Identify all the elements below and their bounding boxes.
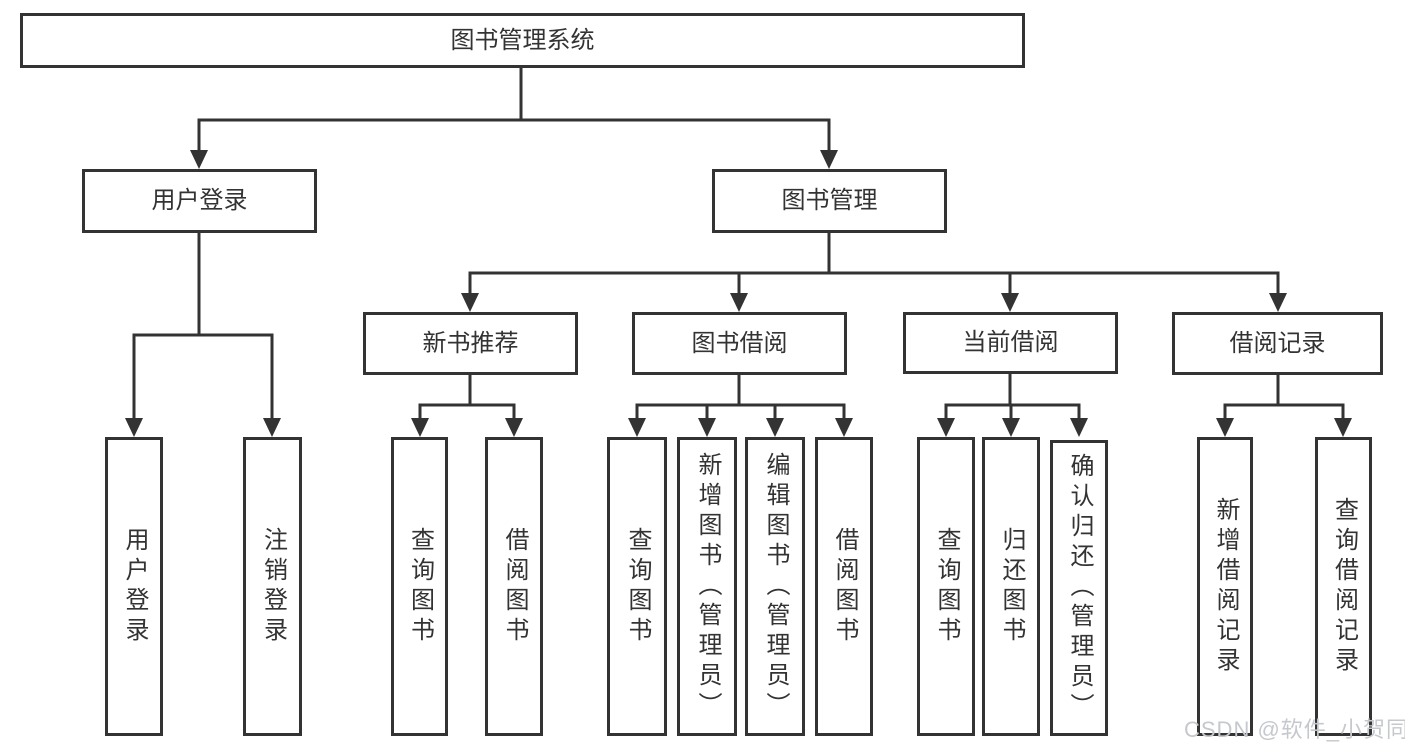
leaf-borrow-books-recommend: 借阅图书 — [485, 437, 543, 736]
leaf-query-borrow-record: 查询借阅记录 — [1315, 437, 1372, 736]
leaf-user-login-label: 用户登录 — [121, 526, 148, 647]
leaf-add-books-admin: 新增图书（管理员） — [677, 437, 737, 736]
arrowhead — [628, 418, 646, 437]
connector-book-management-branch — [461, 231, 1287, 312]
leaf-query-books-current: 查询图书 — [917, 437, 975, 736]
node-user-login: 用户登录 — [82, 169, 317, 233]
arrowhead — [125, 418, 143, 437]
leaf-add-borrow-record: 新增借阅记录 — [1197, 437, 1253, 736]
connector-new-book-recommend-branch — [411, 373, 523, 437]
arrowhead — [937, 418, 955, 437]
node-new-book-recommend-label: 新书推荐 — [422, 329, 519, 357]
leaf-query-books-borrow: 查询图书 — [607, 437, 667, 736]
leaf-query-books-recommend: 查询图书 — [391, 437, 448, 736]
arrowhead — [766, 418, 784, 437]
leaf-edit-books-admin-label: 编辑图书（管理员） — [762, 451, 789, 722]
leaf-query-books-borrow-label: 查询图书 — [624, 526, 651, 647]
arrowhead — [1001, 293, 1019, 312]
connector-current-borrow-branch — [937, 372, 1088, 437]
leaf-confirm-return-admin-label: 确认归还（管理员） — [1066, 453, 1093, 723]
arrowhead — [505, 418, 523, 437]
arrowhead — [190, 150, 208, 169]
node-root-label: 图书管理系统 — [450, 26, 595, 54]
arrowhead — [461, 293, 479, 312]
node-root: 图书管理系统 — [20, 13, 1025, 68]
leaf-return-books: 归还图书 — [982, 437, 1040, 736]
node-borrow-records-label: 借阅记录 — [1229, 329, 1326, 357]
leaf-logout-label: 注销登录 — [259, 526, 287, 647]
node-book-management: 图书管理 — [712, 169, 947, 233]
leaf-query-books-recommend-label: 查询图书 — [406, 526, 434, 647]
leaf-user-login: 用户登录 — [105, 437, 163, 736]
arrowhead — [698, 418, 716, 437]
leaf-logout: 注销登录 — [243, 437, 302, 736]
leaf-borrow-books-recommend-label: 借阅图书 — [501, 526, 528, 647]
arrowhead — [263, 418, 281, 437]
arrowhead — [730, 293, 748, 312]
node-book-borrow-label: 图书借阅 — [691, 329, 788, 357]
connector-borrow-records-branch — [1216, 373, 1352, 437]
connector-root-to-level1 — [190, 66, 838, 169]
arrowhead — [1216, 418, 1234, 437]
arrowhead — [835, 418, 853, 437]
arrowhead — [1334, 418, 1352, 437]
node-new-book-recommend: 新书推荐 — [363, 312, 578, 375]
arrowhead — [1269, 293, 1287, 312]
node-current-borrow: 当前借阅 — [903, 312, 1118, 374]
arrowhead — [1070, 418, 1088, 437]
csdn-watermark: CSDN @软件_小贺同学 — [1184, 717, 1405, 742]
leaf-add-borrow-record-label: 新增借阅记录 — [1212, 496, 1239, 677]
node-book-borrow: 图书借阅 — [632, 312, 847, 375]
connector-user-login-branch — [125, 231, 281, 437]
leaf-return-books-label: 归还图书 — [998, 526, 1025, 647]
arrowhead — [411, 418, 429, 437]
leaf-borrow-books-label: 借阅图书 — [831, 526, 858, 647]
leaf-add-books-admin-label: 新增图书（管理员） — [694, 451, 721, 722]
leaf-confirm-return-admin: 确认归还（管理员） — [1050, 440, 1108, 736]
connector-book-borrow-branch — [628, 373, 853, 437]
node-book-management-label: 图书管理 — [781, 187, 878, 214]
leaf-borrow-books: 借阅图书 — [815, 437, 873, 736]
node-borrow-records: 借阅记录 — [1172, 312, 1383, 375]
node-user-login-label: 用户登录 — [151, 187, 248, 214]
arrowhead — [1002, 418, 1020, 437]
leaf-query-books-current-label: 查询图书 — [933, 526, 960, 647]
node-current-borrow-label: 当前借阅 — [962, 329, 1059, 356]
arrowhead — [820, 150, 838, 169]
leaf-edit-books-admin: 编辑图书（管理员） — [745, 437, 805, 736]
leaf-query-borrow-record-label: 查询借阅记录 — [1330, 496, 1358, 677]
